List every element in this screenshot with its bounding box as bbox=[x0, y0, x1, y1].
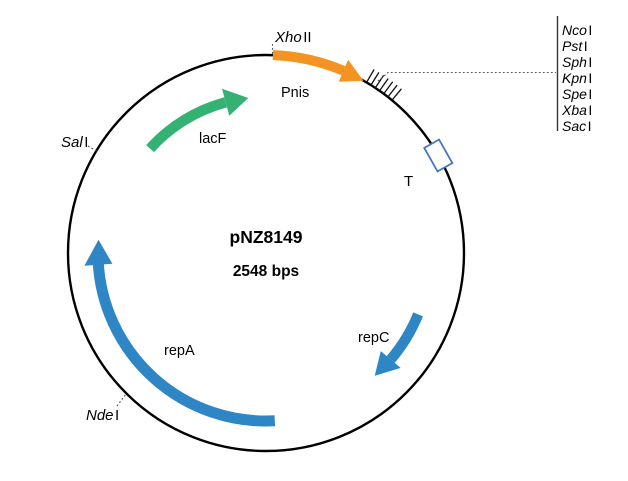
repa-gene-arrowhead bbox=[84, 239, 113, 266]
plasmid-backbone-circle bbox=[66, 53, 466, 453]
repa-gene-label: repA bbox=[164, 343, 195, 359]
mcs-hatch-marks bbox=[365, 69, 402, 101]
terminator-box bbox=[423, 138, 454, 173]
repa-gene-arrow-arc bbox=[92, 261, 276, 427]
plasmid-name: pNZ8149 bbox=[230, 227, 303, 247]
pnis-gene-label: Pnis bbox=[281, 85, 309, 101]
terminator-label: T bbox=[404, 173, 413, 190]
pnis-promoter-arrowhead bbox=[338, 59, 364, 82]
repc-gene-label: repC bbox=[358, 330, 389, 346]
repc-gene-arrow-arc bbox=[386, 312, 423, 363]
lacf-gene-arrow-arc bbox=[146, 97, 228, 153]
sali-leader-line bbox=[87, 145, 97, 152]
lacf-gene-arrowhead bbox=[222, 88, 249, 116]
mcs-leader-line bbox=[377, 71, 556, 82]
repc-gene-arrowhead bbox=[374, 351, 401, 376]
pnis-promoter-arrow-arc bbox=[272, 50, 346, 76]
lacf-gene-label: lacF bbox=[199, 131, 227, 147]
plasmid-size: 2548 bps bbox=[233, 263, 299, 280]
terminator-box-rect bbox=[423, 138, 454, 173]
ndei-leader-line bbox=[116, 393, 127, 407]
